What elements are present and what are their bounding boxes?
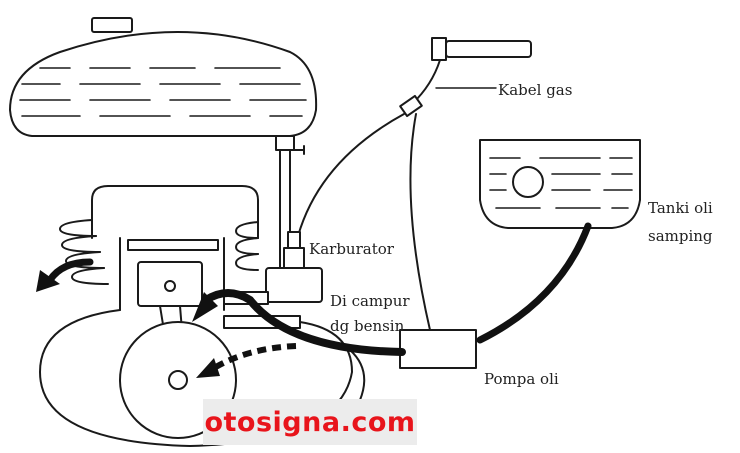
oil-pump <box>399 329 477 369</box>
oil-feed-hose <box>476 222 592 344</box>
cooling-fins-left <box>59 219 109 285</box>
exhaust-arrow <box>36 258 94 292</box>
piston-pin <box>164 280 176 292</box>
label-dg-bensin: dg bensin <box>330 317 405 335</box>
carb-slide <box>283 247 305 271</box>
label-pompa-oli: Pompa oli <box>484 370 559 388</box>
label-karburator: Karburator <box>309 240 395 258</box>
label-di-campur: Di campur <box>330 292 410 310</box>
lubrication-path <box>196 343 297 378</box>
oil-delivery-hose <box>202 289 406 356</box>
cooling-fins-right <box>235 221 259 271</box>
carb-body <box>265 267 323 303</box>
oil-liquid-lines <box>489 157 633 209</box>
throttle-grip-collar <box>431 37 447 61</box>
label-tanki-oli: Tanki oli <box>648 199 713 217</box>
oil-tank <box>479 139 641 229</box>
cylinder-head <box>91 185 259 239</box>
throttle-grip <box>445 40 532 58</box>
fuel-liquid-lines <box>19 67 307 117</box>
oil-delivery-arrow <box>192 292 218 322</box>
label-tanki-samping: samping <box>648 227 713 245</box>
crankcase-outer <box>39 309 353 447</box>
carburetor <box>223 231 323 329</box>
fuel-tank-cap <box>91 17 133 33</box>
combustion-chamber <box>127 239 219 251</box>
oil-sight-glass <box>512 166 544 198</box>
oil-hoses <box>192 222 592 356</box>
fuel-tank <box>9 17 318 271</box>
throttle-cable-pump <box>409 113 431 331</box>
carb-top <box>287 231 301 249</box>
crank-center <box>168 370 188 390</box>
throttle-cable-carb <box>297 113 405 237</box>
watermark-text: otosigna.com <box>204 406 416 438</box>
label-kabel-gas: Kabel gas <box>498 81 572 99</box>
oil-tank-body <box>479 139 641 229</box>
watermark-banner: otosigna.com <box>203 399 417 445</box>
fuel-petcock <box>275 135 295 151</box>
throttle-assembly <box>297 37 532 331</box>
cable-splitter <box>399 94 423 118</box>
